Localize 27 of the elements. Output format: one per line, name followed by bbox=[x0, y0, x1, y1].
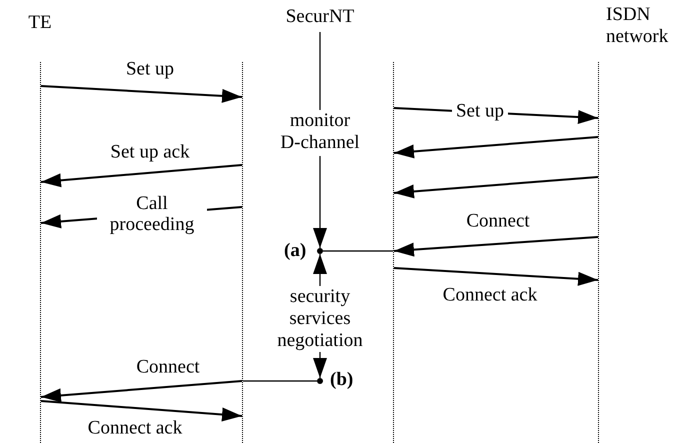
lifeline-label: TE bbox=[27, 12, 53, 34]
lifeline bbox=[393, 62, 394, 443]
arrow bbox=[394, 176, 598, 198]
arrow bbox=[40, 380, 242, 402]
arrow bbox=[394, 236, 598, 257]
edge-label: Set up bbox=[452, 102, 508, 122]
sync-point-label: (a) bbox=[284, 240, 308, 262]
lifeline-label: ISDN network bbox=[606, 4, 670, 48]
arrow bbox=[394, 267, 598, 286]
arrow bbox=[40, 85, 242, 103]
arrow bbox=[394, 136, 598, 158]
lifeline bbox=[242, 62, 243, 443]
activity-label: security services negotiation bbox=[262, 286, 378, 352]
arrow bbox=[313, 352, 327, 378]
connector-line bbox=[319, 32, 321, 110]
arrow bbox=[40, 164, 242, 188]
activity-label: monitor D-channel bbox=[274, 110, 366, 156]
arrow bbox=[313, 156, 327, 248]
arrow bbox=[313, 254, 327, 286]
lifeline bbox=[598, 62, 599, 443]
connector-line bbox=[243, 380, 317, 382]
connector-line bbox=[323, 250, 393, 252]
component-title: SecurNT bbox=[270, 6, 370, 32]
sync-point-label: (b) bbox=[330, 369, 354, 391]
arrow bbox=[40, 400, 242, 422]
edge-label: Call proceeding bbox=[97, 194, 207, 236]
lifeline bbox=[40, 62, 41, 443]
